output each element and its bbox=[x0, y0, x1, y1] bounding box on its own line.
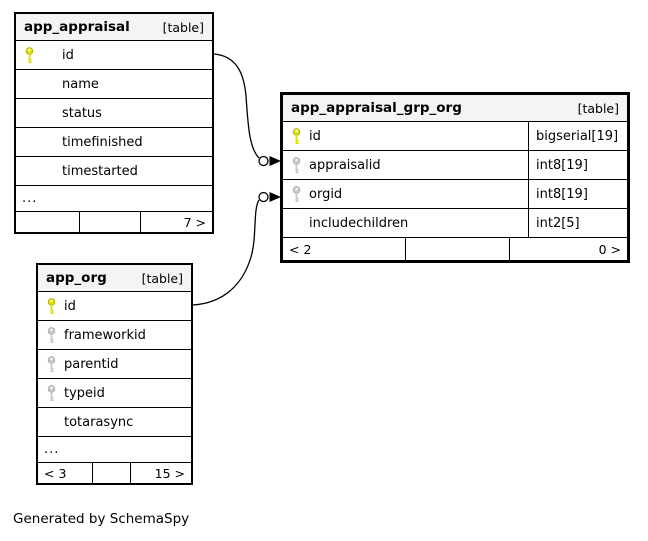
relationship-endpoint-circle bbox=[258, 191, 269, 203]
column-name: includechildren bbox=[309, 215, 409, 231]
column-row-timestarted[interactable]: timestarted bbox=[16, 157, 212, 186]
table-header-app-appraisal-grp-org[interactable]: app_appraisal_grp_org [table] bbox=[283, 95, 627, 122]
footer-children-cell: 0 > bbox=[509, 238, 627, 260]
more-columns-ellipsis: ... bbox=[16, 186, 212, 212]
footer-parents-cell: < 2 bbox=[289, 241, 312, 257]
foreign-key-icon bbox=[47, 384, 57, 402]
foreign-key-icon bbox=[292, 185, 302, 203]
table-footer: < 3 15 > bbox=[38, 463, 191, 483]
table-name[interactable]: app_appraisal_grp_org bbox=[291, 100, 462, 116]
table-footer: 7 > bbox=[16, 212, 212, 232]
table-name[interactable]: app_appraisal bbox=[24, 19, 130, 35]
column-type: bigserial[19] bbox=[528, 122, 627, 150]
column-name: id bbox=[64, 298, 76, 314]
column-name: parentid bbox=[64, 356, 119, 372]
column-row-id[interactable]: id bigserial[19] bbox=[283, 122, 627, 151]
column-row-timefinished[interactable]: timefinished bbox=[16, 128, 212, 157]
ellipsis-text: ... bbox=[44, 442, 60, 457]
foreign-key-icon bbox=[292, 156, 302, 174]
column-row-typeid[interactable]: typeid bbox=[38, 379, 191, 408]
primary-key-icon bbox=[47, 297, 57, 315]
column-name: name bbox=[62, 76, 99, 92]
footer-parents-cell: < 3 bbox=[44, 465, 67, 481]
more-columns-ellipsis: ... bbox=[38, 437, 191, 463]
column-row-id[interactable]: id bbox=[38, 292, 191, 321]
no-key-spacer bbox=[292, 215, 302, 232]
column-type: int8[19] bbox=[528, 151, 627, 179]
no-key-spacer bbox=[25, 134, 35, 151]
column-name: timestarted bbox=[62, 163, 138, 179]
footer-children-cell: 7 > bbox=[140, 212, 212, 232]
table-app-appraisal-grp-org: app_appraisal_grp_org [table] id bigseri… bbox=[280, 92, 630, 263]
table-app-org: app_org [table] id frameworkid parentid … bbox=[36, 263, 193, 485]
no-key-spacer bbox=[25, 76, 35, 93]
column-type: int2[5] bbox=[528, 209, 627, 237]
column-row-parentid[interactable]: parentid bbox=[38, 350, 191, 379]
column-row-frameworkid[interactable]: frameworkid bbox=[38, 321, 191, 350]
table-type-label: [table] bbox=[162, 19, 204, 35]
column-row-orgid[interactable]: orgid int8[19] bbox=[283, 180, 627, 209]
column-row-includechildren[interactable]: includechildren int2[5] bbox=[283, 209, 627, 238]
table-type-label: [table] bbox=[577, 100, 619, 116]
column-name: typeid bbox=[64, 385, 105, 401]
column-name: appraisalid bbox=[309, 157, 381, 173]
table-app-appraisal: app_appraisal [table] id name status tim… bbox=[14, 12, 214, 234]
primary-key-icon bbox=[25, 46, 35, 64]
table-name[interactable]: app_org bbox=[46, 270, 107, 286]
column-name: id bbox=[62, 47, 74, 63]
foreign-key-icon bbox=[47, 355, 57, 373]
primary-key-icon bbox=[292, 127, 302, 145]
table-header-app-org[interactable]: app_org [table] bbox=[38, 265, 191, 292]
relationship-endpoint-circle bbox=[258, 155, 269, 167]
column-name: timefinished bbox=[62, 134, 143, 150]
column-row-id[interactable]: id bbox=[16, 41, 212, 70]
column-name: orgid bbox=[309, 186, 343, 202]
table-footer: < 2 0 > bbox=[283, 238, 627, 260]
column-type: int8[19] bbox=[528, 180, 627, 208]
foreign-key-icon bbox=[47, 326, 57, 344]
footer-middle-cell bbox=[405, 238, 509, 260]
column-name: status bbox=[62, 105, 102, 121]
column-row-totarasync[interactable]: totarasync bbox=[38, 408, 191, 437]
column-row-status[interactable]: status bbox=[16, 99, 212, 128]
footer-middle-cell bbox=[92, 463, 130, 483]
column-row-appraisalid[interactable]: appraisalid int8[19] bbox=[283, 151, 627, 180]
column-name: totarasync bbox=[64, 414, 134, 430]
footer-middle-cell bbox=[79, 212, 140, 232]
no-key-spacer bbox=[25, 105, 35, 122]
table-type-label: [table] bbox=[141, 270, 183, 286]
relationship-curve-appraisal-to-grp bbox=[213, 53, 260, 159]
footer-parents-cell bbox=[16, 212, 79, 232]
no-key-spacer bbox=[47, 414, 57, 431]
footer-children-cell: 15 > bbox=[130, 463, 191, 483]
no-key-spacer bbox=[25, 163, 35, 180]
ellipsis-text: ... bbox=[22, 191, 38, 206]
generated-by-caption: Generated by SchemaSpy bbox=[13, 511, 190, 527]
column-row-name[interactable]: name bbox=[16, 70, 212, 99]
column-name: id bbox=[309, 128, 321, 144]
column-name: frameworkid bbox=[64, 327, 146, 343]
table-header-app-appraisal[interactable]: app_appraisal [table] bbox=[16, 14, 212, 41]
